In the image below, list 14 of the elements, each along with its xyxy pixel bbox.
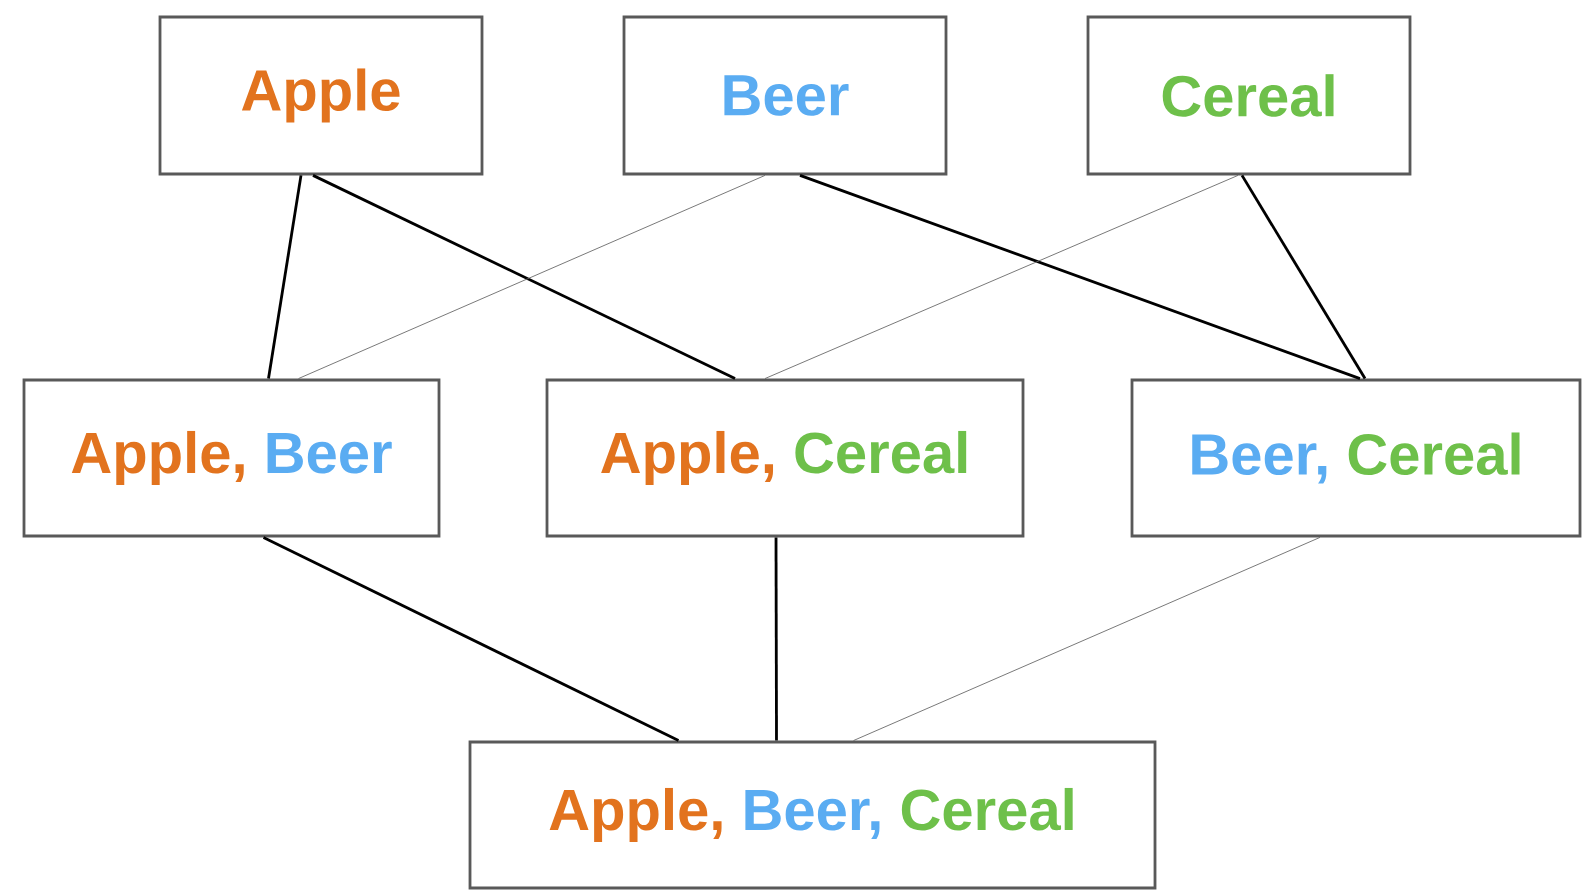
connector-line <box>799 174 1361 380</box>
term-box: Apple, Beer, Cereal <box>468 740 1157 890</box>
term-box: Apple, Beer <box>22 378 441 538</box>
term-box: Apple <box>158 15 484 176</box>
term-box: Beer, Cereal <box>1130 378 1582 538</box>
connector-line <box>853 536 1321 742</box>
term-box: Beer <box>622 15 948 176</box>
connector-line <box>1240 174 1367 380</box>
term-box: Cereal <box>1086 15 1412 176</box>
connector-line <box>262 536 680 742</box>
connector-line <box>774 537 778 741</box>
connector-line <box>267 175 303 379</box>
connector-line <box>764 174 1239 379</box>
term-box: Apple, Cereal <box>545 378 1025 538</box>
